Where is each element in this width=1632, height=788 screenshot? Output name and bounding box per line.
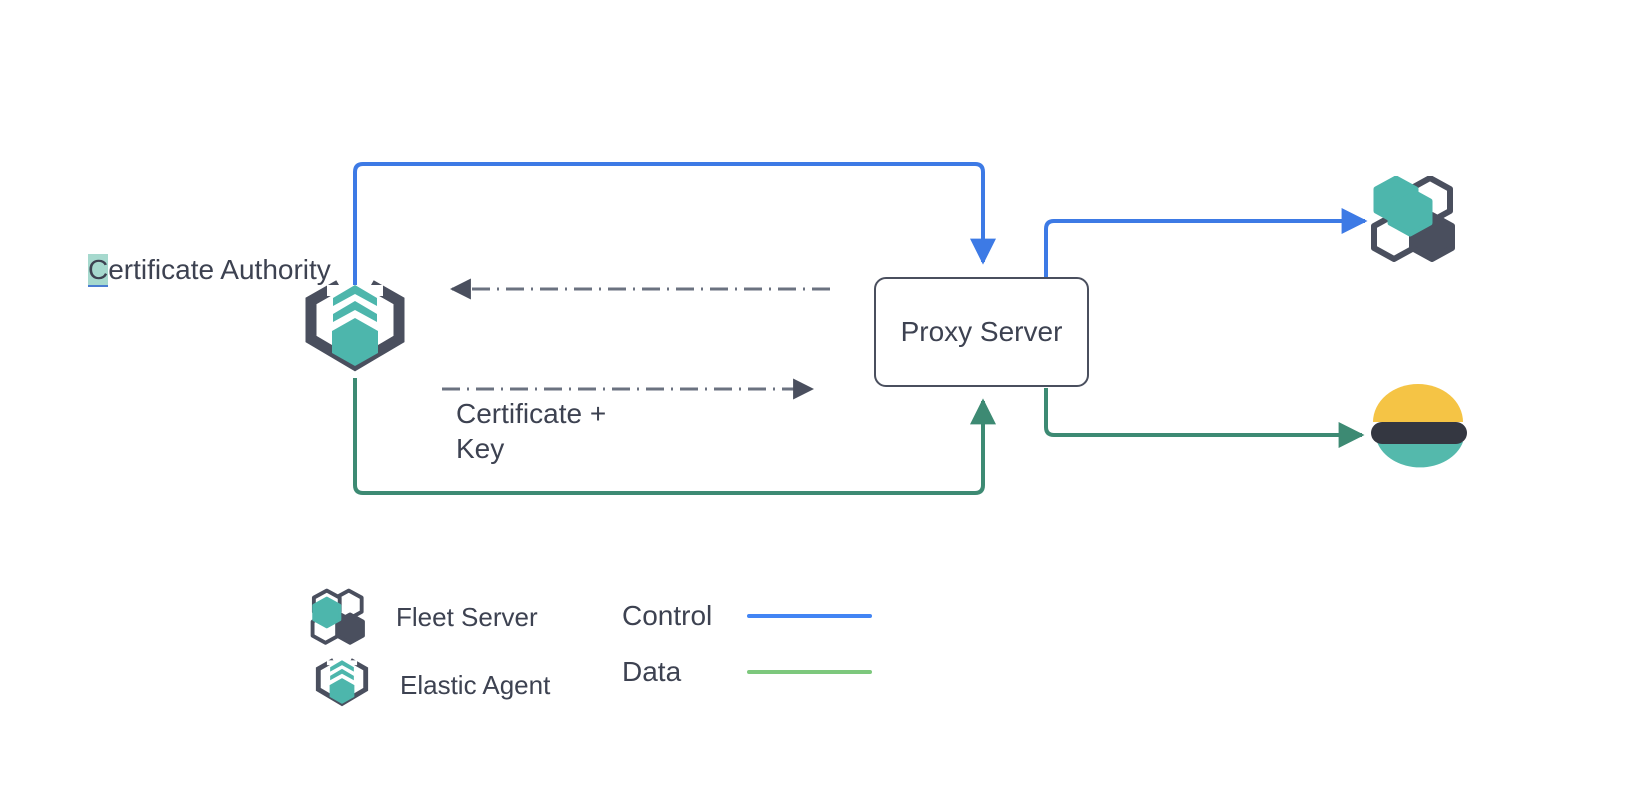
legend-key-label: Data [622, 656, 682, 687]
legend-key-line-control [747, 614, 872, 618]
legend-item-label: Fleet Server [396, 601, 538, 632]
fleet-server-icon [310, 588, 372, 646]
certificate-authority-label-rest: ertificate Authority [108, 254, 331, 285]
legend-item-elastic-agent: Elastic Agent [314, 656, 550, 714]
certificate-key-line1: Certificate + [456, 398, 607, 429]
legend-key-data: Data [622, 656, 872, 688]
elastic-agent-icon [314, 656, 376, 714]
certificate-key-line2: Key [456, 433, 505, 464]
control-edge-agent-to-proxy [353, 162, 996, 285]
legend-key-label: Control [622, 600, 713, 631]
proxy-server-node[interactable]: Proxy Server [874, 277, 1089, 387]
legend-item-fleet-server: Fleet Server [310, 588, 538, 646]
certificate-authority-label: Certificate Authority [88, 253, 331, 287]
legend-key-line-data [747, 670, 872, 674]
selected-character: C [88, 254, 109, 285]
proxy-server-label: Proxy Server [900, 316, 1063, 347]
elastic-agent-icon [303, 277, 407, 381]
legend-item-label: Elastic Agent [400, 669, 551, 700]
elasticsearch-icon [1369, 384, 1467, 478]
data-edge-proxy-to-elasticsearch [1044, 388, 1365, 448]
control-edge-proxy-to-fleet [1044, 208, 1368, 278]
certificate-key-edge-label: Certificate + Key [456, 396, 686, 466]
legend-key-control: Control [622, 600, 872, 632]
data-edge-agent-to-proxy [353, 378, 996, 495]
fleet-server-icon [1370, 175, 1466, 262]
